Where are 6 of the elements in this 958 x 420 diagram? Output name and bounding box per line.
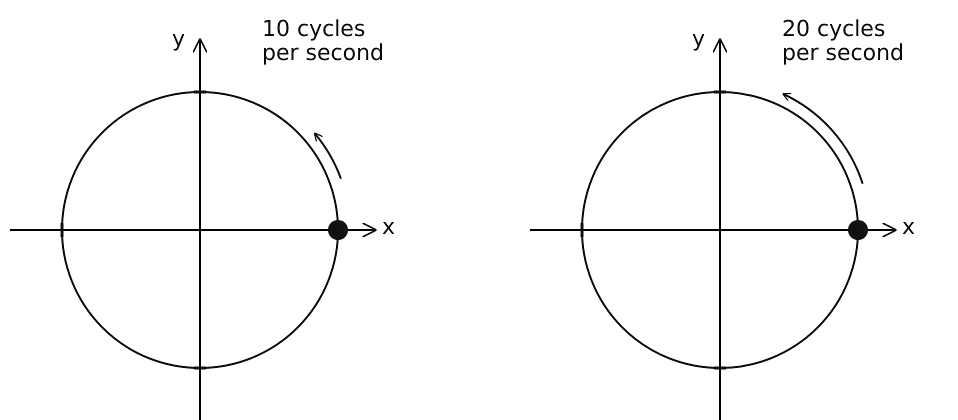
axis-label: y bbox=[172, 28, 186, 52]
axis-label: x bbox=[382, 216, 396, 240]
axis-label: x bbox=[902, 216, 916, 240]
rotation-rate-label: 10 cycles per second bbox=[262, 18, 385, 66]
rotation-rate-label: 20 cycles per second bbox=[782, 18, 905, 66]
axis-label: y bbox=[692, 28, 706, 52]
